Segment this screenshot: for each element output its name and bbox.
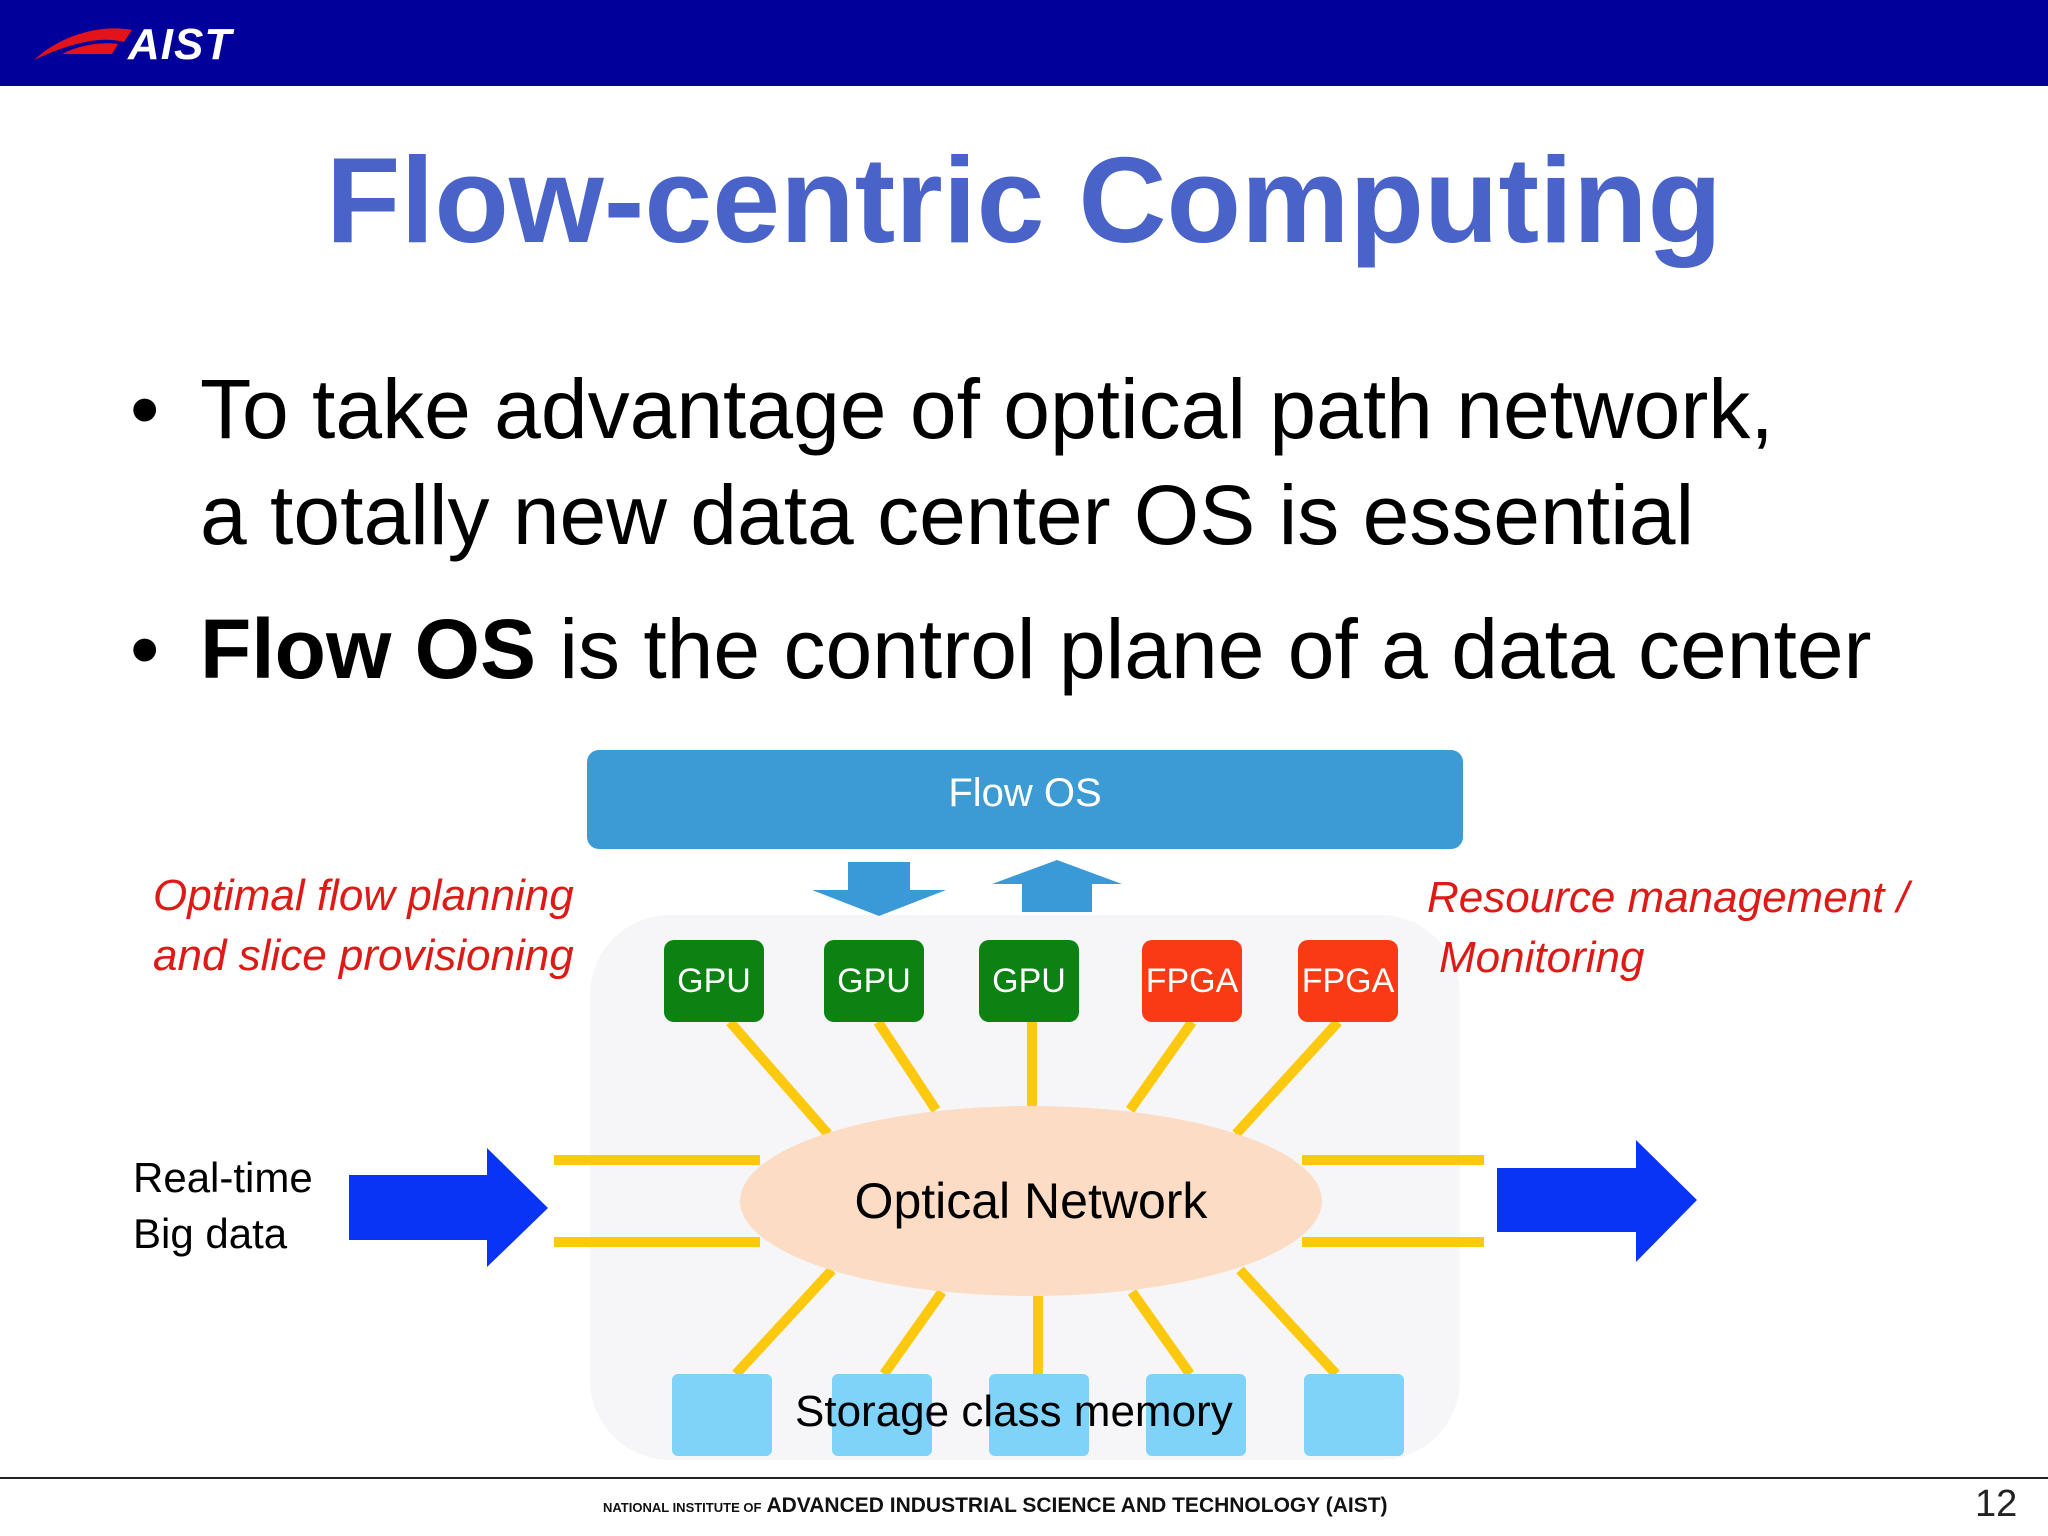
link-gpu-1 bbox=[726, 1018, 832, 1138]
input-arrow-icon bbox=[349, 1148, 548, 1267]
bullet-2-rest: is the control plane of a data center bbox=[536, 602, 1872, 696]
storage-block-2 bbox=[832, 1374, 932, 1456]
link-storage-4 bbox=[1127, 1289, 1195, 1377]
link-fpga-2 bbox=[1232, 1018, 1342, 1138]
input-label: Real-time Big data bbox=[133, 1150, 313, 1262]
page-title: Flow-centric Computing bbox=[325, 132, 1723, 268]
storage-block-3 bbox=[989, 1374, 1089, 1456]
link-gpu-2 bbox=[873, 1019, 941, 1113]
link-storage-2 bbox=[879, 1289, 947, 1377]
footer-rule bbox=[0, 1477, 2048, 1479]
page-number: 12 bbox=[1975, 1483, 2018, 1525]
output-arrow-icon bbox=[1497, 1140, 1697, 1262]
gpu-chip-2: GPU bbox=[824, 940, 924, 1022]
link-storage-5 bbox=[1236, 1266, 1340, 1378]
aist-logo: AIST bbox=[32, 14, 262, 74]
header-bar bbox=[0, 0, 2048, 86]
fpga-chip-1: FPGA bbox=[1142, 940, 1242, 1022]
right-note-line-2: Monitoring bbox=[1439, 933, 1645, 982]
bullet-2-bold: Flow OS bbox=[200, 602, 536, 696]
bullet-marker: • bbox=[130, 362, 160, 456]
right-note-line-1: Resource management / bbox=[1427, 873, 1909, 922]
fpga-chip-2: FPGA bbox=[1298, 940, 1398, 1022]
bullet-marker: • bbox=[130, 602, 160, 696]
flow-os-box: Flow OS bbox=[587, 750, 1463, 849]
storage-label: Storage class memory bbox=[795, 1387, 1233, 1436]
left-note-line-1: Optimal flow planning bbox=[153, 871, 574, 920]
storage-block-4 bbox=[1146, 1374, 1246, 1456]
link-fpga-1 bbox=[1125, 1019, 1197, 1113]
gpu-chip-1: GPU bbox=[664, 940, 764, 1022]
right-note: Resource management / Monitoring bbox=[1427, 868, 1909, 988]
bullet-2-text: Flow OS is the control plane of a data c… bbox=[200, 596, 1872, 702]
input-label-line-1: Real-time bbox=[133, 1154, 313, 1201]
down-arrow-icon bbox=[812, 862, 946, 916]
gpu-chip-3: GPU bbox=[979, 940, 1079, 1022]
bullet-1-line-2: a totally new data center OS is essentia… bbox=[200, 468, 1695, 562]
up-arrow-icon bbox=[992, 860, 1122, 912]
left-note-line-2: and slice provisioning bbox=[153, 931, 574, 980]
optical-network-ellipse: Optical Network bbox=[740, 1106, 1322, 1296]
left-note: Optimal flow planning and slice provisio… bbox=[153, 866, 574, 986]
storage-block-1 bbox=[672, 1374, 772, 1456]
input-label-line-2: Big data bbox=[133, 1210, 288, 1257]
footer-main: ADVANCED INDUSTRIAL SCIENCE AND TECHNOLO… bbox=[766, 1494, 1388, 1517]
bullet-1-line-1: To take advantage of optical path networ… bbox=[200, 362, 1774, 456]
footer-institute: NATIONAL INSTITUTE OF ADVANCED INDUSTRIA… bbox=[603, 1494, 1388, 1518]
storage-block-5 bbox=[1304, 1374, 1404, 1456]
logo-wordmark: AIST bbox=[128, 20, 233, 69]
aist-swoosh-icon bbox=[34, 28, 132, 60]
footer-prefix: NATIONAL INSTITUTE OF bbox=[603, 1500, 762, 1515]
link-storage-1 bbox=[732, 1266, 836, 1378]
